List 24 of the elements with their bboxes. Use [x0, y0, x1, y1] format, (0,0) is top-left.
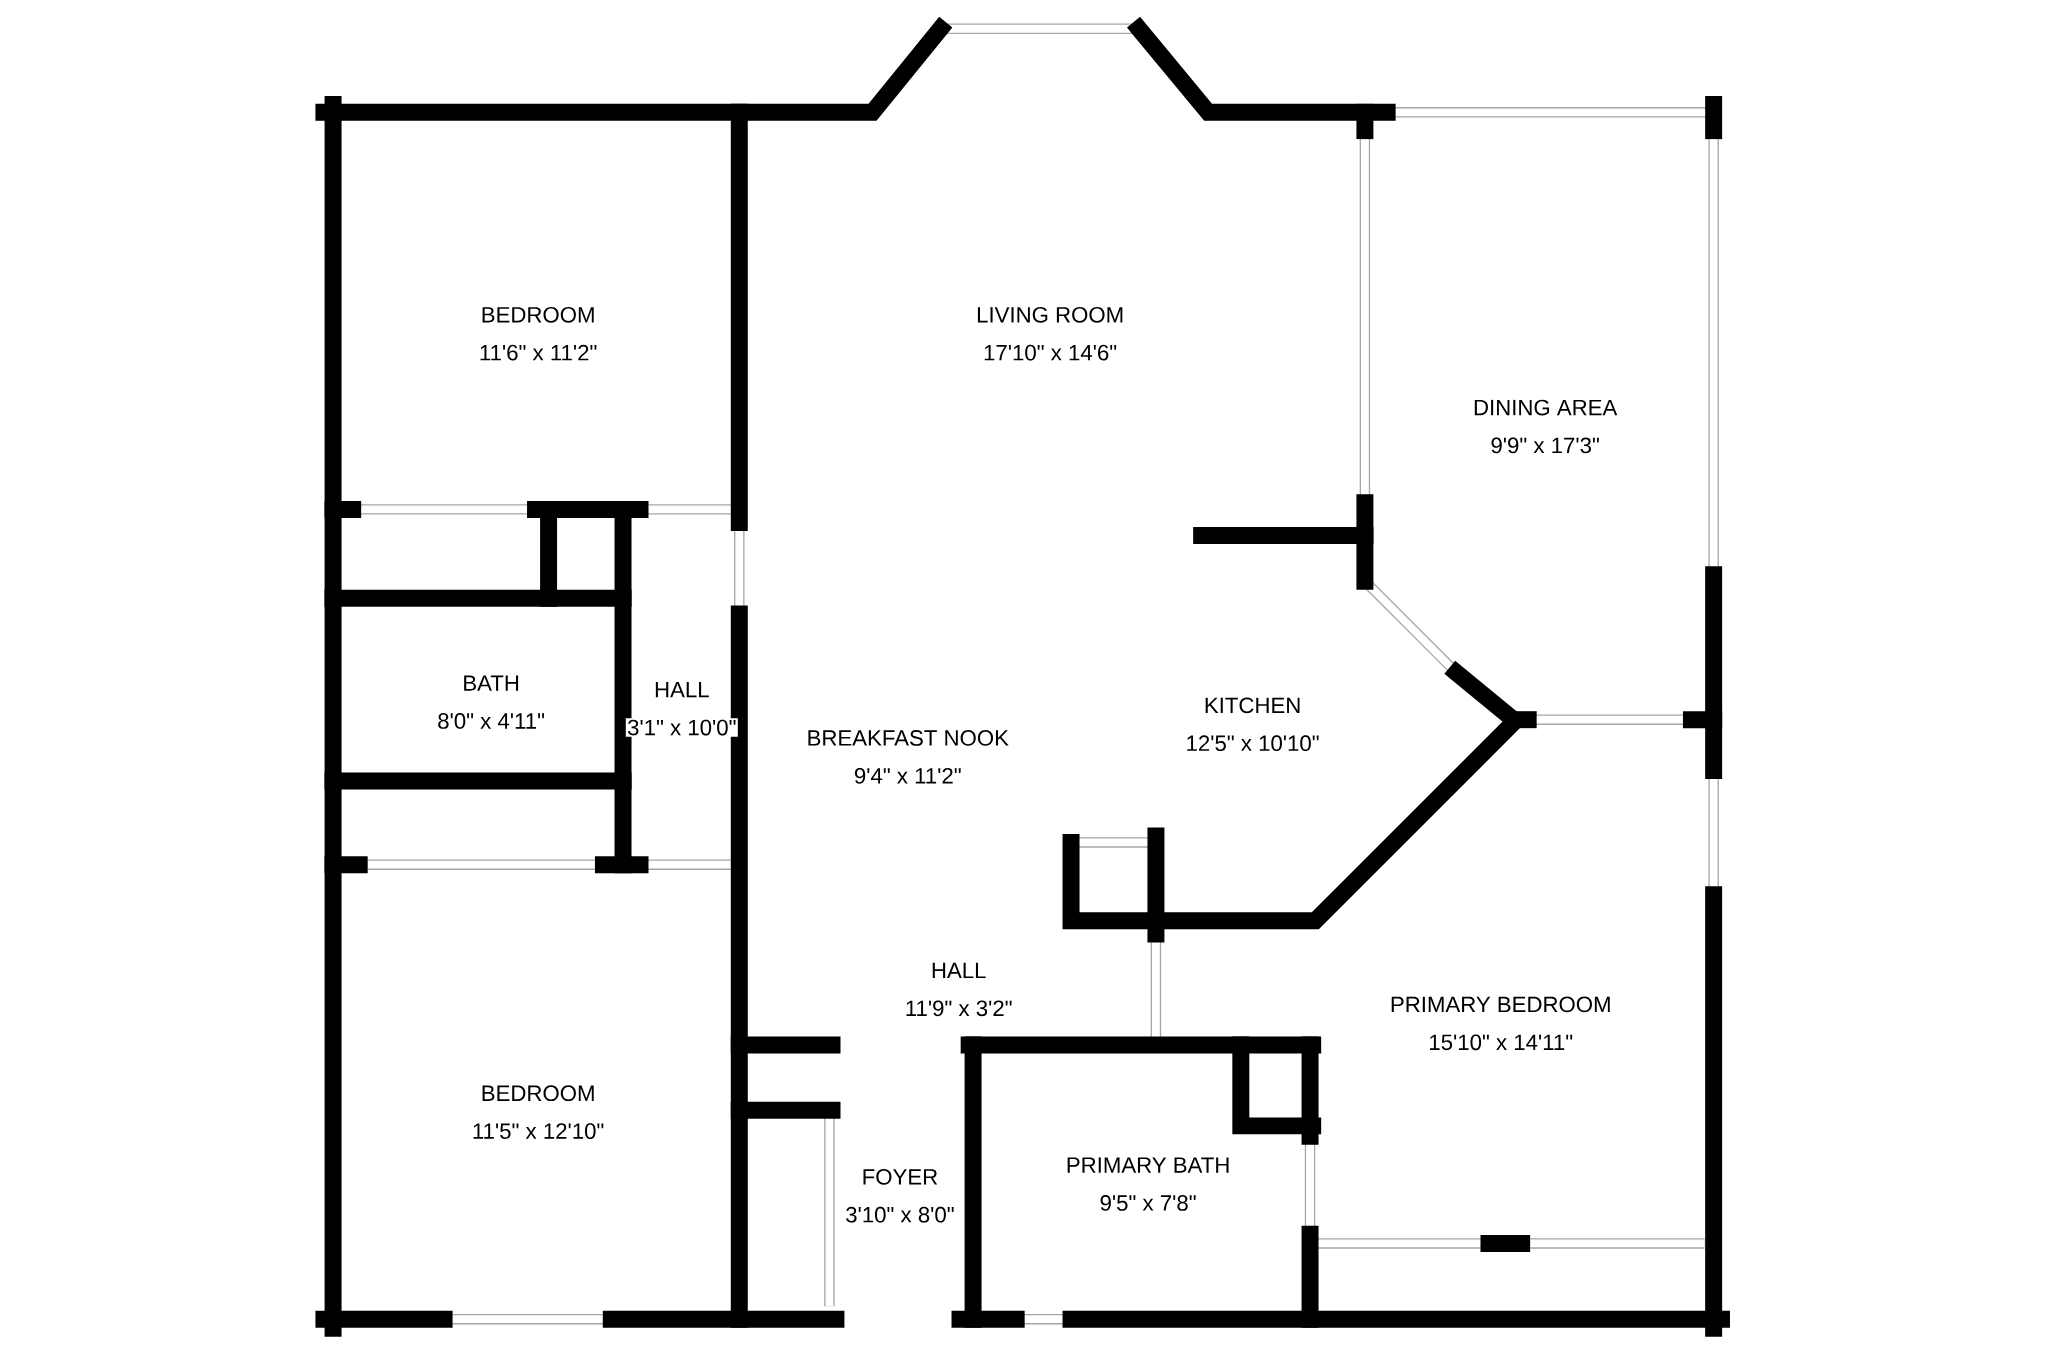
dimension-label: 11'5" x 12'10": [470, 1122, 606, 1141]
room-label: KITCHEN: [1202, 696, 1303, 715]
room-label: DINING AREA: [1471, 398, 1619, 417]
room-label: BEDROOM: [479, 1084, 597, 1103]
dimension-label: 11'6" x 11'2": [477, 343, 599, 362]
dimension-label: 3'1" x 10'0": [625, 718, 738, 737]
dimension-label: 3'10" x 8'0": [843, 1205, 956, 1224]
room-label: PRIMARY BEDROOM: [1388, 995, 1613, 1014]
room-label: BEDROOM: [479, 305, 597, 324]
room-label: HALL: [652, 680, 711, 699]
room-label: HALL: [929, 961, 988, 980]
dimension-label: 12'5" x 10'10": [1184, 734, 1321, 753]
dimension-label: 9'4" x 11'2": [852, 766, 963, 786]
dimension-label: 9'9" x 17'3": [1489, 436, 1602, 455]
dimension-label: 15'10" x 14'11": [1427, 1033, 1575, 1052]
dimension-label: 17'10" x 14'6": [981, 343, 1119, 362]
room-label: LIVING ROOM: [974, 305, 1126, 324]
room-label: FOYER: [860, 1167, 940, 1187]
dimension-label: 9'5" x 7'8": [1098, 1193, 1198, 1213]
dimension-label: 8'0" x 4'11": [435, 711, 547, 731]
room-label: BATH: [461, 674, 522, 693]
room-label: PRIMARY BATH: [1064, 1156, 1232, 1175]
room-label: BREAKFAST NOOK: [805, 728, 1011, 748]
dimension-label: 11'9" x 3'2": [903, 999, 1014, 1018]
